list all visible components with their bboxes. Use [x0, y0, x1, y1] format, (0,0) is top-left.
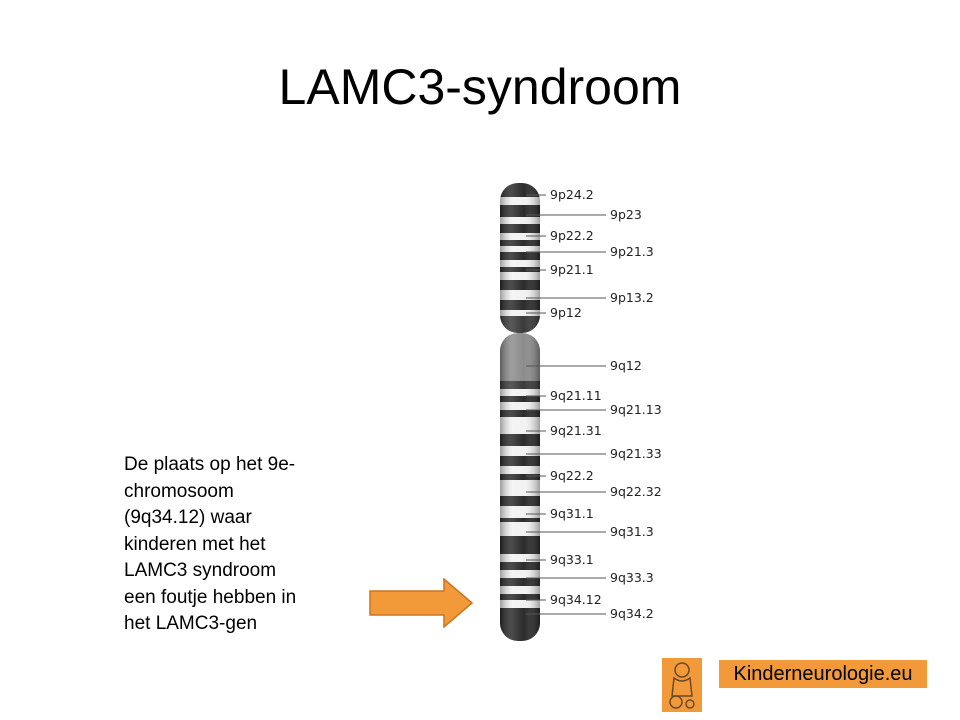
band-label: 9q22.32 — [610, 484, 662, 499]
band-label: 9p13.2 — [610, 290, 654, 305]
description-line: een foutje hebben in — [124, 586, 297, 608]
description-line: De plaats op het 9e- — [124, 454, 296, 475]
band-label: 9q21.11 — [550, 388, 602, 403]
pointer-arrow-icon — [369, 578, 474, 628]
band-label: 9q21.33 — [610, 446, 662, 461]
band-label: 9q22.2 — [550, 468, 594, 483]
band-label: 9q12 — [610, 358, 642, 373]
description-line: chromosoom — [124, 480, 234, 502]
logo-image — [662, 658, 702, 712]
chromosome-9-ideogram: 9p24.2 9p23 9p22.2 9p21.3 9p21.1 9p13.2 9p12 9q… — [500, 183, 662, 641]
description-line: het LAMC3-gen — [124, 613, 258, 634]
band-label: 9q31.3 — [610, 524, 654, 539]
slide-title: LAMC3-syndroom — [278, 59, 682, 115]
description-line: (9q34.12) waar — [124, 507, 252, 528]
band-label: 9q21.13 — [610, 402, 662, 417]
band-label: 9q33.3 — [610, 570, 654, 585]
logo-text: Kinderneurologie.eu — [719, 660, 927, 688]
band-label: 9q21.31 — [550, 423, 602, 438]
band-label: 9q34.2 — [610, 606, 654, 621]
band-label: 9p21.1 — [550, 262, 594, 277]
band-label: 9p23 — [610, 207, 642, 222]
band-label: 9p21.3 — [610, 244, 654, 259]
description-line: kinderen met het — [124, 533, 266, 555]
band-label: 9p12 — [550, 305, 582, 320]
description-line: LAMC3 syndroom — [124, 560, 277, 581]
p-arm — [500, 183, 540, 333]
q-arm — [500, 333, 540, 641]
band-label: 9q33.1 — [550, 552, 594, 567]
band-label: 9p22.2 — [550, 228, 594, 243]
band-label: 9q31.1 — [550, 506, 594, 521]
band-label: 9q34.12 — [550, 592, 602, 607]
band-label: 9p24.2 — [550, 187, 594, 202]
description-text: De plaats op het 9e- chromosoom (9q34.12… — [124, 452, 339, 638]
band-labels: 9p24.2 9p23 9p22.2 9p21.3 9p21.1 9p13.2 9p12 9q… — [526, 187, 662, 621]
child-figure-icon — [669, 662, 695, 709]
